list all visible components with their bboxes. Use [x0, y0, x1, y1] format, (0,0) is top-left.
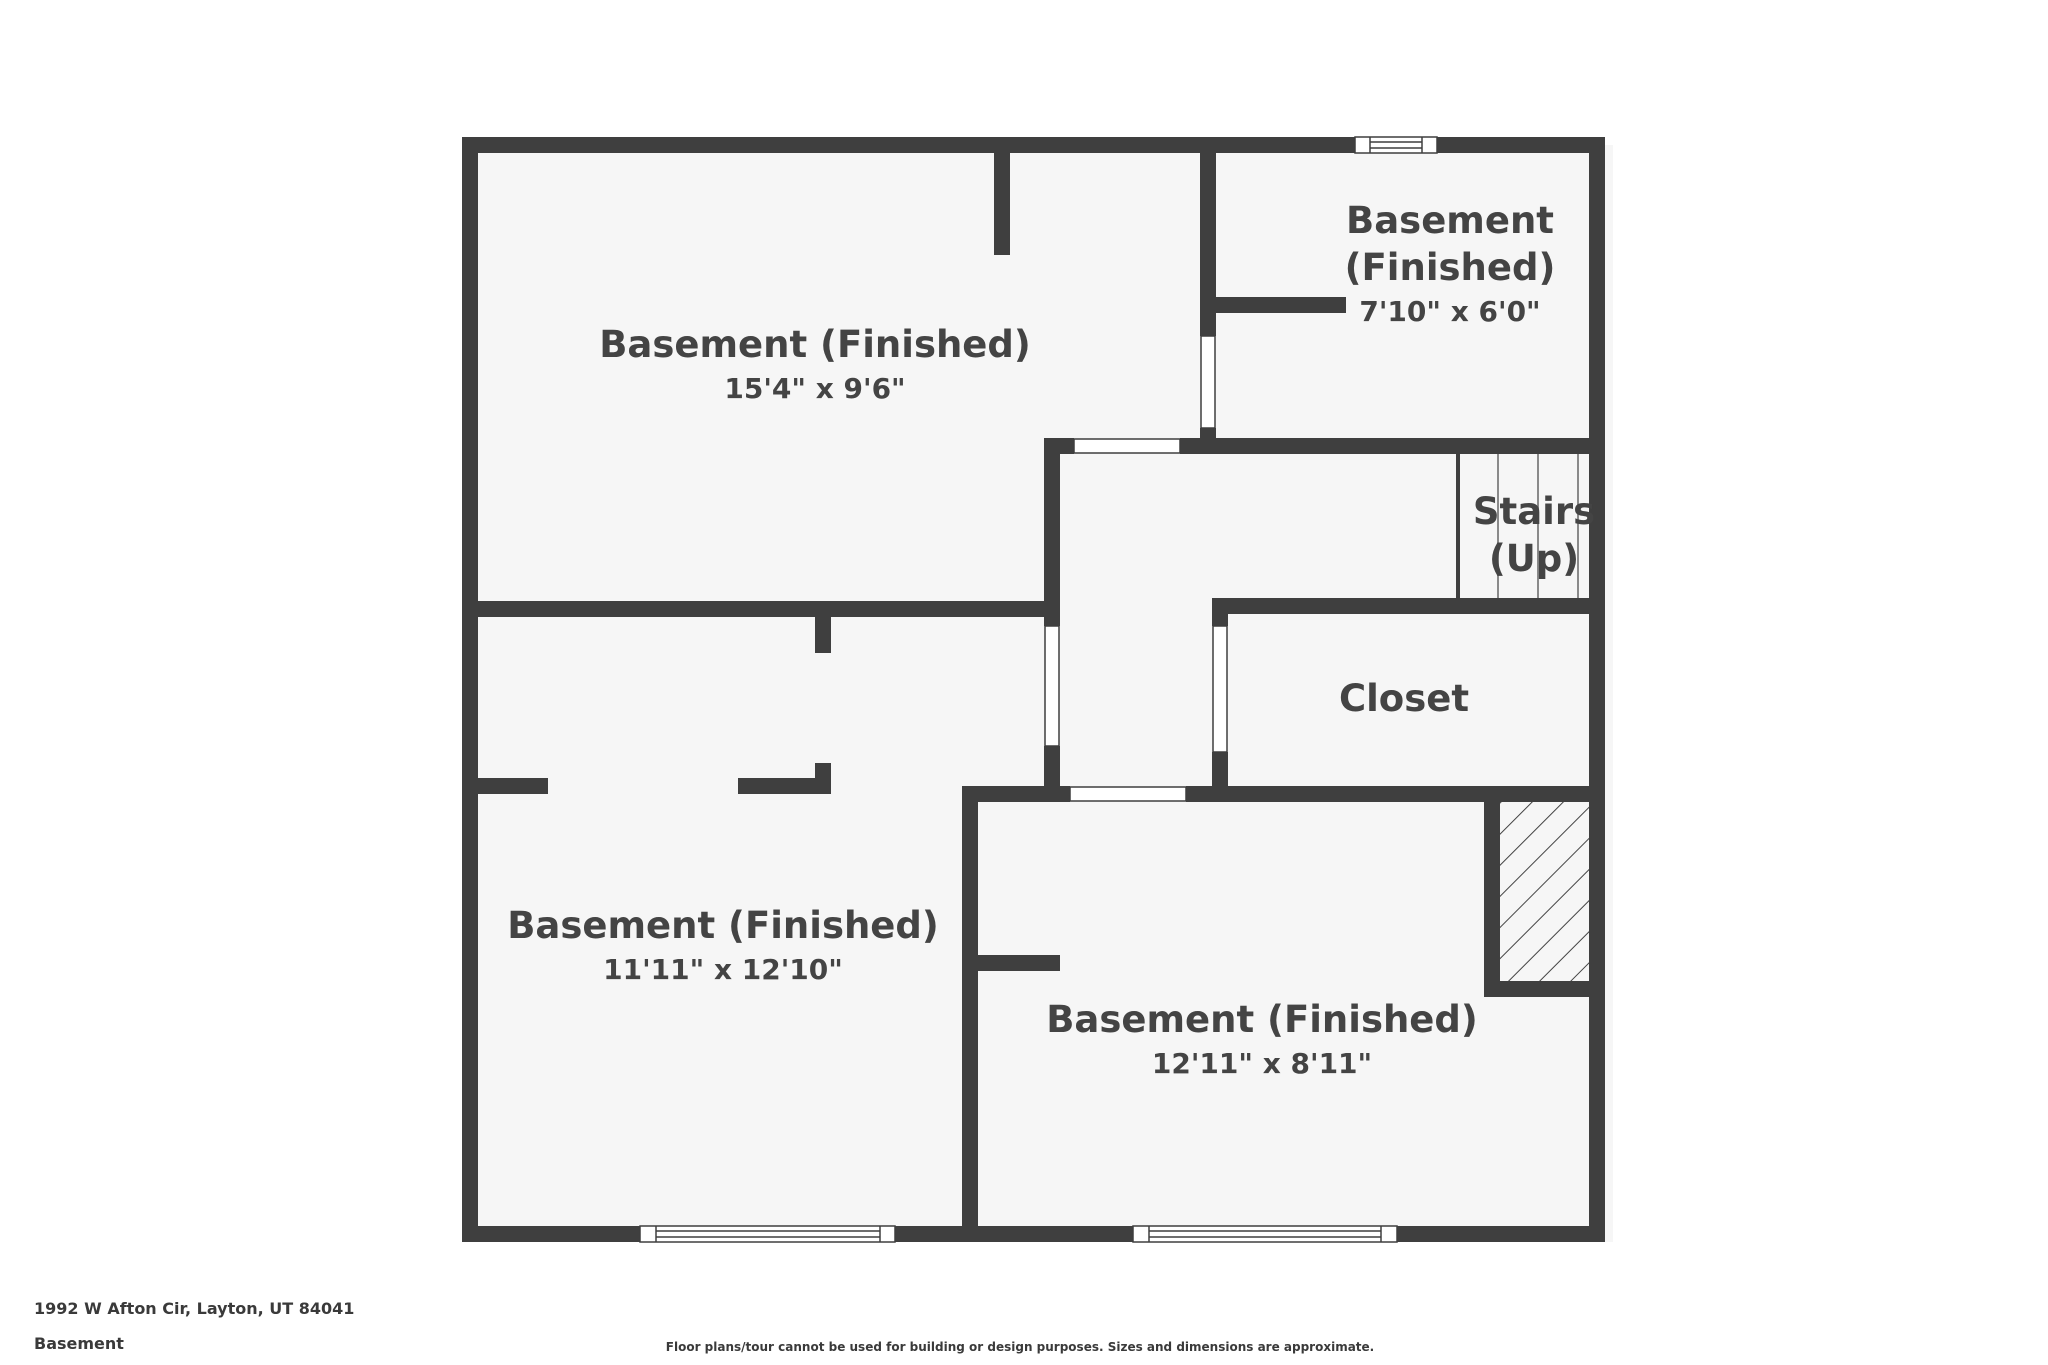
door-top-right-room [1200, 335, 1216, 429]
wall-hall-left-upper [1044, 438, 1060, 626]
wall-hall-left-lower [1044, 746, 1060, 796]
door-closet [1212, 625, 1228, 753]
wall-vertical-top-right-upper [1200, 153, 1216, 336]
door-hall-top [1073, 438, 1181, 454]
wall-top-stub [994, 153, 1010, 255]
wall-lower-stub [978, 955, 1060, 971]
property-address: 1992 W Afton Cir, Layton, UT 84041 [34, 1299, 355, 1318]
wall-lower-vertical [962, 786, 978, 1242]
windows [639, 136, 1438, 1243]
room-name-bottom-left: Basement (Finished) [507, 904, 939, 947]
room-name-stairs-line1: Stairs [1472, 490, 1596, 533]
door-openings [1044, 335, 1228, 802]
window-bottom-left [639, 1225, 896, 1243]
floor-area [470, 145, 1613, 1242]
wall-hall-top-right [1180, 438, 1605, 454]
wall-bottom [462, 1226, 1605, 1242]
wall-middle-horizontal [478, 601, 1060, 617]
room-name-stairs-line2: (Up) [1488, 537, 1580, 580]
wall-right [1589, 137, 1605, 1242]
disclaimer-text: Floor plans/tour cannot be used for buil… [665, 1340, 1375, 1354]
wall-left [462, 137, 478, 1242]
door-hall-bottom [1069, 786, 1187, 802]
window-bottom-right [1132, 1225, 1398, 1243]
wall-stairs-bottom [1212, 598, 1605, 614]
hatched-shaft [1500, 802, 1589, 981]
door-hall-left [1044, 625, 1060, 747]
wall-lower-horizontal-right [1186, 786, 1605, 802]
wall-top [462, 137, 1605, 153]
wall-closet-segment-vertical [815, 763, 831, 794]
wall-shaft-bottom [1484, 981, 1605, 997]
window-top [1354, 136, 1438, 154]
wall-lower-horizontal-left [962, 786, 1070, 802]
room-dimensions-bottom-left: 11'11" x 12'10" [603, 953, 843, 986]
room-name-top-right-line2: (Finished) [1344, 246, 1556, 289]
wall-stub-top-right-room [1216, 297, 1346, 313]
wall-closet-left-upper [1212, 598, 1228, 626]
wall-closet-segment [738, 778, 831, 794]
wall-left-stub [478, 778, 548, 794]
stairs-treads [1456, 454, 1579, 598]
room-dimensions-bottom-right: 12'11" x 8'11" [1151, 1047, 1373, 1080]
wall-middle-stub [815, 617, 831, 653]
floor-level-label: Basement [34, 1334, 124, 1353]
room-dimensions-top-left: 15'4" x 9'6" [724, 372, 906, 405]
room-name-top-left: Basement (Finished) [599, 323, 1031, 366]
room-name-closet: Closet [1338, 677, 1470, 720]
room-name-bottom-right: Basement (Finished) [1046, 998, 1478, 1041]
room-dimensions-top-right: 7'10" x 6'0" [1359, 295, 1541, 328]
wall-shaft-left [1484, 802, 1500, 997]
interior-walls [478, 153, 1605, 1242]
room-name-top-right-line1: Basement [1346, 199, 1554, 242]
